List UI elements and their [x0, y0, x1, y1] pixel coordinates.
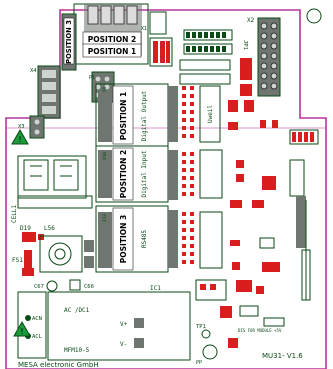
- label-c67: C67: [34, 284, 44, 290]
- ref-x4: X4: [30, 68, 37, 74]
- label-power-note: DIS FOR MODULE +5V: [238, 328, 282, 333]
- warning-triangle-icon-lower: !: [13, 320, 31, 337]
- label-pp: PP: [196, 360, 202, 366]
- position-3-block: POSITION 3: [61, 13, 77, 71]
- module-2-ref: X10: [102, 152, 108, 160]
- top-small-components: [149, 11, 252, 96]
- ref-x1: X1: [141, 26, 147, 32]
- lower-right-components: TP1 DIS FOR MODULE +5V PP: [195, 279, 285, 366]
- smd-pads-area-1: [182, 86, 194, 138]
- warning-triangle-icon: !: [11, 128, 29, 145]
- label-uweil: Uweil: [207, 105, 214, 123]
- label-ac-dc: AC /DC1: [64, 307, 90, 314]
- label-v-minus: V-: [120, 341, 127, 348]
- ic1-ac-dc-module: IC1 AC /DC1 MFM10-5 V+ V-: [47, 285, 191, 361]
- label-cell1: CELL1: [11, 205, 18, 223]
- uweil-block: Uweil: [199, 85, 221, 143]
- module-position-1: POSITION 1 Digital Output X8: [95, 83, 169, 147]
- label-fs1: FS1: [12, 257, 23, 264]
- module-position-2: POSITION 2 Digital Input X10: [95, 145, 169, 203]
- d19-fs1-area: D19 FS1: [12, 225, 44, 276]
- connector-x4: X4: [30, 65, 61, 119]
- svg-text:!: !: [18, 135, 21, 144]
- label-model: MU31- V1.6: [262, 352, 303, 360]
- smd-pads-area-2: [182, 152, 194, 196]
- module-1-ref: X8: [102, 86, 108, 92]
- module-3-position: POSITION 3: [119, 215, 128, 263]
- label-ic1: IC1: [150, 285, 161, 292]
- module-1-function: Digital Output: [141, 90, 148, 141]
- mounting-hole-bottom: [202, 344, 218, 360]
- module-3-function: RS485: [141, 230, 148, 248]
- module-pin-headers: [168, 86, 178, 268]
- ref-jp1: JP1: [242, 40, 248, 50]
- module-2-position: POSITION 2: [119, 150, 128, 198]
- label-position-2: POSITION 2: [88, 35, 136, 44]
- connector-x2: X2: [247, 17, 281, 97]
- label-box-position-1: [82, 43, 142, 58]
- module-1-position: POSITION 1: [119, 92, 128, 140]
- module-3-ref: X13: [102, 214, 108, 222]
- right-side-components: [228, 100, 319, 301]
- ref-x3: X3: [18, 124, 25, 130]
- module-position-3: POSITION 3 RS485 X13: [95, 205, 169, 273]
- l56-transformer: L56: [39, 225, 94, 273]
- label-position-3: POSITION 3: [65, 20, 73, 64]
- label-l56: L56: [44, 225, 55, 232]
- left-module-box: [17, 195, 93, 209]
- svg-text:!: !: [20, 327, 23, 336]
- label-mfm: MFM10-5: [64, 347, 90, 354]
- label-c66: C66: [84, 284, 94, 290]
- label-acn: ACN: [32, 316, 42, 322]
- jumper-jp1: JP1: [183, 29, 248, 55]
- module-2-function: Digital Input: [141, 150, 148, 197]
- cell1-area: CELL1: [11, 155, 87, 223]
- connector-x3: X3: [18, 115, 45, 139]
- smd-pads-area-3: [182, 212, 194, 264]
- dip-switch: [149, 37, 173, 67]
- top-connector-x1: POSITION 2 POSITION 1 X1: [73, 3, 149, 65]
- label-v-plus: V+: [120, 321, 128, 328]
- label-d19: D19: [20, 225, 31, 232]
- ref-p1: P1: [89, 75, 95, 81]
- label-maker: MESA electronic GmbH: [18, 361, 99, 369]
- capacitors-c67-c66: C67 C66: [34, 279, 94, 292]
- label-acl: ACL: [32, 334, 43, 340]
- ref-x2: X2: [247, 17, 255, 24]
- mounting-hole-top-right: [306, 8, 322, 24]
- label-tp1: TP1: [196, 324, 206, 330]
- ic-area-2: [199, 149, 223, 199]
- ic-area-3: [199, 211, 223, 269]
- label-position-1: POSITION 1: [88, 47, 136, 56]
